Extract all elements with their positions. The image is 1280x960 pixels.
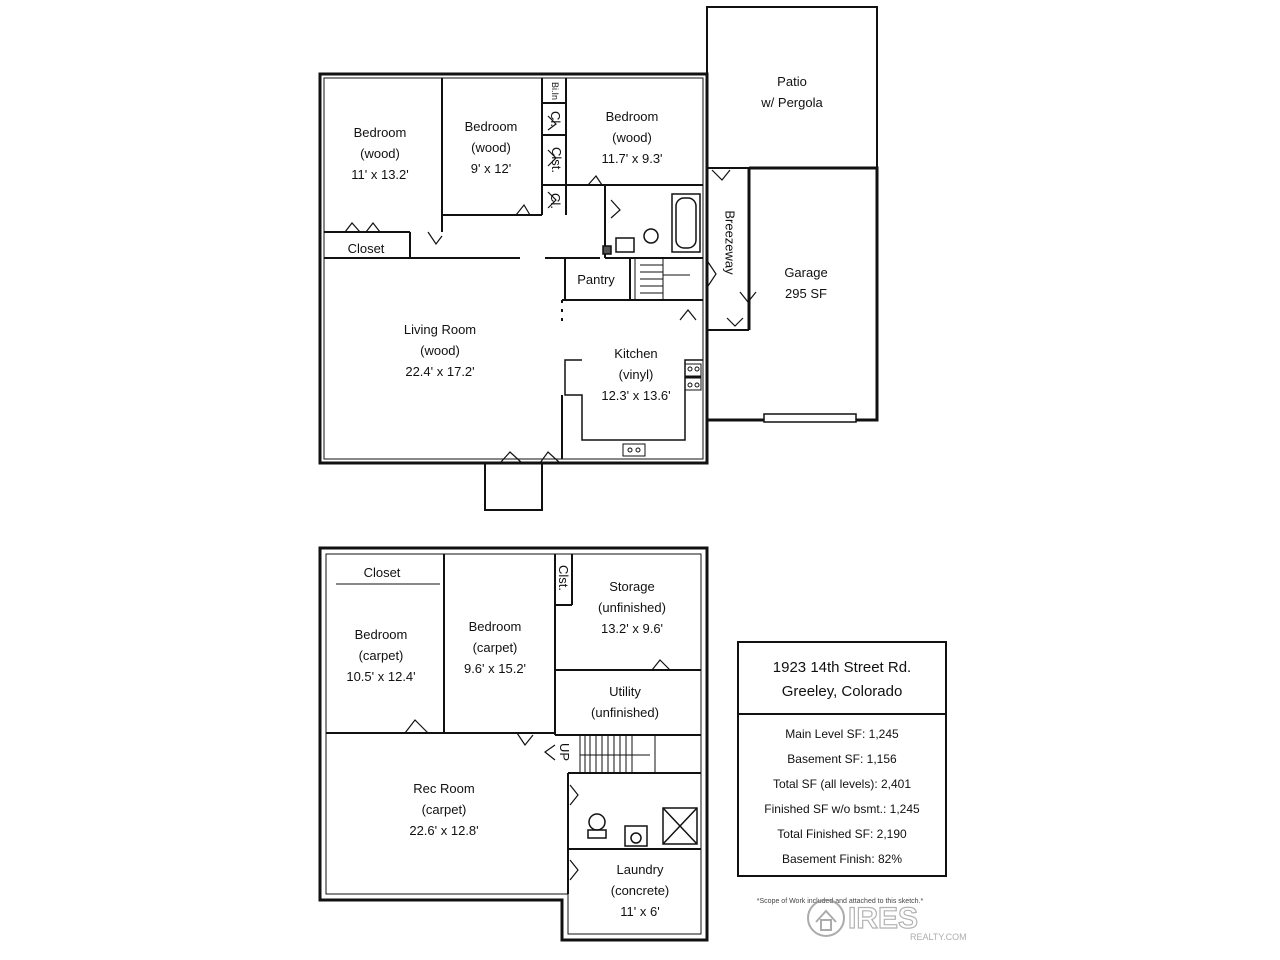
address-line-2: Greeley, Colorado (781, 683, 903, 700)
stat-total: Total SF (all levels): 2,401 (772, 777, 912, 791)
stat-total-finished: Total Finished SF: 2,190 (777, 827, 907, 841)
bathroom-fixtures (602, 193, 701, 255)
garage-door (763, 413, 857, 423)
stat-finished-wo-basement: Finished SF w/o bsmt.: 1,245 (764, 802, 920, 816)
room-label-garage: Garage 295 SF (784, 265, 828, 301)
room-label-breezeway: Breezeway (722, 210, 738, 275)
room-label-base-bedroom-1: Bedroom (carpet) 10.5' x 12.4' (346, 627, 416, 684)
room-label-pantry: Pantry (577, 272, 615, 287)
address-line-1: 1923 14th Street Rd. (772, 659, 912, 676)
room-label-rec-room: Rec Room (carpet) 22.6' x 12.8' (409, 781, 479, 838)
room-label-kitchen: Kitchen (vinyl) 12.3' x 13.6' (601, 346, 671, 403)
kitchen-appliances (622, 363, 702, 457)
room-label-bedroom-2: Bedroom (wood) 9' x 12' (464, 119, 518, 176)
room-label-laundry: Laundry (concrete) 11' x 6' (610, 862, 670, 919)
logo-text: IRES (848, 902, 918, 935)
room-label-base-bedroom-2: Bedroom (carpet) 9.6' x 15.2' (463, 619, 527, 676)
stat-main-level: Main Level SF: 1,245 (785, 727, 899, 741)
room-label-bedroom-1: Bedroom (wood) 11' x 13.2' (351, 125, 409, 182)
logo-subtext: REALTY.COM (910, 932, 967, 942)
main-level-inner-walls (323, 77, 749, 460)
room-label-living-room: Living Room (wood) 22.4' x 17.2' (403, 322, 477, 379)
property-address: 1923 14th Street Rd. Greeley, Colorado (739, 643, 945, 715)
room-label-storage: Storage (unfinished) 13.2' x 9.6' (598, 579, 666, 636)
door-swings-basement (404, 659, 671, 881)
basement-inner-walls (325, 553, 702, 935)
property-info-box: 1923 14th Street Rd. Greeley, Colorado M… (737, 641, 947, 877)
label-built-in: Bi.In (550, 81, 560, 100)
door-swings-main (344, 115, 757, 464)
basement-outer-walls (318, 546, 709, 942)
room-label-patio: Patio w/ Pergola (761, 74, 823, 110)
room-label-closet-basement: Closet (363, 565, 401, 580)
label-cl-2: Cl. (548, 193, 563, 209)
main-stairs (634, 258, 690, 300)
label-clst-main: Clst. (549, 147, 564, 173)
basement-stairs (579, 735, 656, 773)
ires-logo-icon: IRES REALTY.COM (807, 899, 967, 942)
label-stairs-up: UP (557, 742, 572, 762)
stat-basement: Basement SF: 1,156 (787, 752, 897, 766)
room-label-bedroom-3: Bedroom (wood) 11.7' x 9.3' (601, 109, 663, 166)
basement-room-walls (326, 554, 701, 894)
room-label-closet-main: Closet (347, 241, 385, 256)
room-label-utility: Utility (unfinished) (591, 684, 659, 720)
square-footage-stats: Main Level SF: 1,245 Basement SF: 1,156 … (739, 715, 945, 872)
basement-bath-fixtures (587, 807, 698, 847)
scope-footnote: *Scope of Work included and attached to … (756, 898, 924, 905)
stat-basement-finish: Basement Finish: 82% (781, 852, 903, 866)
label-clst-basement: Clst. (556, 565, 571, 591)
